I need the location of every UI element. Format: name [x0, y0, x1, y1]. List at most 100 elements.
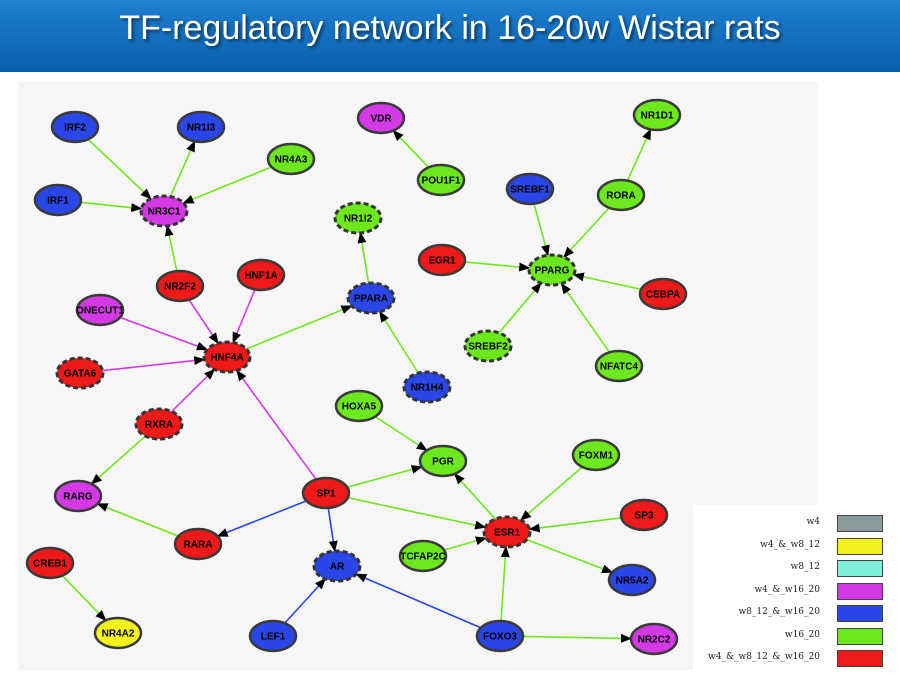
legend-swatch [837, 560, 883, 577]
legend-label: w4_&_w16_20 [754, 584, 820, 595]
node-label: TCFAP2C [400, 552, 446, 563]
page-title: TF-regulatory network in 16-20w Wistar r… [119, 9, 781, 47]
node-shape [176, 110, 226, 144]
node-sp1: SP1 [301, 476, 351, 510]
legend-label: w16_20 [784, 629, 820, 640]
legend-label: w8_12_&_w16_20 [738, 607, 820, 617]
node-label: HOXA5 [342, 402, 377, 413]
legend-label: w4_&_w8_12_&_w16_20 [708, 652, 820, 662]
node-shape [334, 389, 384, 423]
edge-creb1-nr4a2 [61, 575, 107, 622]
legend-swatch [837, 605, 883, 622]
edge-nr2f2-nr3c1 [164, 224, 178, 272]
edge-hnf4a-ppara [246, 305, 353, 350]
edge-cebpa-pparg [572, 272, 642, 291]
node-label: IRF2 [64, 123, 86, 134]
node-shape [418, 444, 468, 478]
node-label: NR3C1 [148, 207, 181, 218]
edge-nfatc4-pparg [560, 282, 611, 353]
edge-ppara-nr1i2 [357, 231, 370, 284]
node-shape [505, 172, 555, 206]
node-shape [346, 281, 396, 315]
node-label: POU1F1 [422, 176, 461, 187]
node-label: EGR1 [428, 256, 456, 267]
node-label: NR4A2 [102, 629, 135, 640]
node-rxra: RXRA [134, 407, 184, 441]
edge-sp1-rara [216, 500, 307, 537]
legend-item: w4_&_w8_12_&_w16_20 [693, 648, 900, 670]
node-shape [527, 253, 577, 287]
node-label: LEF1 [261, 632, 286, 643]
node-shape [236, 258, 286, 292]
node-rora: RORA [596, 178, 646, 212]
edge-sp1-ar [327, 507, 338, 553]
edge-nr3c1-nr1i3 [169, 140, 196, 197]
node-label: PPARA [354, 294, 388, 305]
edge-sp1-pgr [346, 465, 423, 488]
legend-item: w16_20 [693, 626, 900, 648]
node-label: AR [330, 562, 345, 573]
node-hnf1a: HNF1A [236, 258, 286, 292]
node-nr2c2: NR2C2 [629, 622, 679, 656]
node-nr4a3: NR4A3 [266, 142, 316, 176]
node-nr2f2: NR2F2 [155, 269, 205, 303]
node-shape [25, 546, 75, 580]
node-label: FOXM1 [579, 451, 614, 462]
legend-item: w8_12 [693, 558, 900, 580]
edge-egr1-pparg [464, 261, 531, 272]
node-nr3c1: NR3C1 [139, 194, 189, 228]
node-shape [155, 269, 205, 303]
node-label: FOXO3 [483, 632, 517, 643]
node-shape [398, 539, 448, 573]
node-egr1: EGR1 [417, 243, 467, 277]
node-label: CREB1 [33, 559, 67, 570]
node-hnf4a: HNF4A [202, 340, 252, 374]
node-onecut1: ONECUT1 [75, 293, 124, 327]
node-label: SP3 [635, 511, 654, 522]
node-label: SP1 [317, 489, 336, 500]
node-label: HNF4A [210, 353, 243, 364]
node-label: NFATC4 [600, 362, 639, 373]
edge-onecut1-hnf4a [119, 316, 209, 351]
legend-label: w8_12 [790, 562, 820, 572]
node-label: CEBPA [646, 290, 680, 301]
node-shape [463, 329, 513, 363]
node-label: NR1I3 [187, 123, 216, 134]
node-vdr: VDR [356, 101, 406, 135]
node-label: SREBF1 [510, 185, 550, 196]
node-label: SREBF2 [468, 342, 508, 353]
node-shape [266, 142, 316, 176]
node-label: RXRA [145, 420, 173, 431]
node-ar: AR [312, 549, 362, 583]
node-irf1: IRF1 [33, 183, 83, 217]
node-pou1f1: POU1F1 [416, 163, 466, 197]
edge-irf2-nr3c1 [87, 138, 152, 200]
node-label: NR2C2 [638, 635, 671, 646]
node-sp3: SP3 [619, 498, 669, 532]
edge-irf1-nr3c1 [80, 201, 143, 213]
node-lef1: LEF1 [248, 619, 298, 653]
node-shape [475, 619, 525, 653]
node-label: ESR1 [494, 528, 521, 539]
node-shape [607, 563, 657, 597]
node-label: HNF1A [244, 271, 277, 282]
node-shape [594, 349, 644, 383]
node-hoxa5: HOXA5 [334, 389, 384, 423]
node-label: VDR [370, 114, 392, 125]
edge-hnf1a-hnf4a [232, 289, 256, 344]
edge-rara-rarg [96, 503, 179, 537]
edge-rora-pparg [563, 207, 610, 258]
node-irf2: IRF2 [50, 110, 100, 144]
node-nr1d1: NR1D1 [632, 98, 682, 132]
node-nr1h4: NR1H4 [402, 370, 452, 404]
edge-rxra-hnf4a [171, 368, 216, 413]
edge-nr2f2-hnf4a [188, 299, 219, 345]
node-nr1i3: NR1I3 [176, 110, 226, 144]
node-label: NR1I2 [344, 214, 373, 225]
node-shape [638, 277, 688, 311]
node-srebf1: SREBF1 [505, 172, 555, 206]
node-nr5a2: NR5A2 [607, 563, 657, 597]
